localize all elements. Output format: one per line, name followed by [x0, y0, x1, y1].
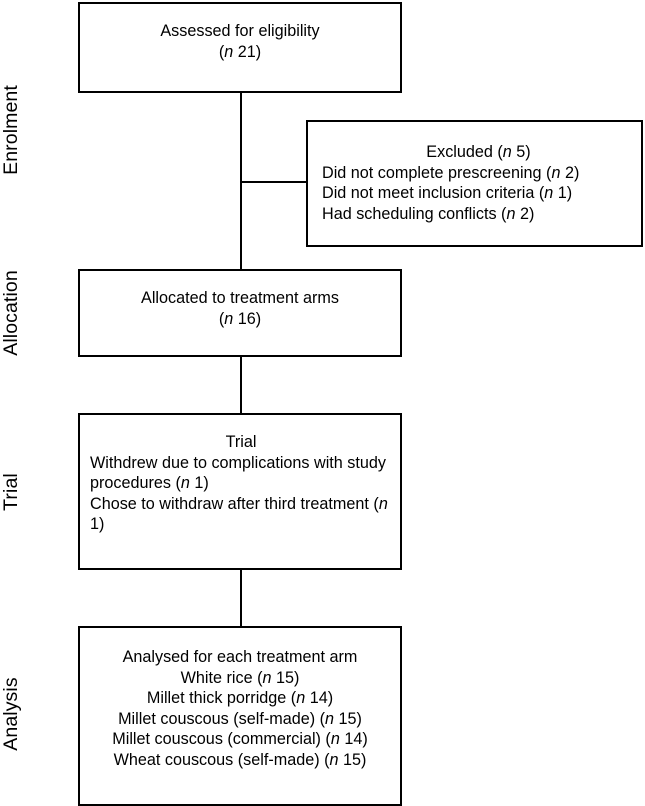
analysed-arm-2-text: Millet thick porridge ( — [146, 689, 297, 708]
allocated-count-prefix: ( — [218, 309, 225, 328]
trial-item-1-symbol: n — [180, 474, 190, 493]
analysed-arm-4-text: Millet couscous (commercial) ( — [112, 730, 331, 749]
analysed-arm-1-value: 15) — [271, 668, 300, 687]
trial-item-1-value: 1) — [189, 474, 209, 493]
assessed-count-value: 21) — [233, 42, 262, 61]
analysed-arm-1-symbol: n — [262, 668, 272, 687]
excluded-reason-2-symbol: n — [544, 184, 554, 203]
analysed-arm-5-value: 15) — [338, 750, 367, 769]
trial-item-2-text: Chose to withdraw after third treatment … — [90, 494, 379, 513]
trial-item-2: Chose to withdraw after third treatment … — [90, 494, 392, 535]
analysed-arm-1-text: White rice ( — [180, 668, 263, 687]
stage-label-analysis: Analysis — [0, 604, 22, 806]
box-trial: Trial Withdrew due to complications with… — [78, 413, 402, 570]
analysed-arm-4-symbol: n — [330, 730, 340, 749]
excluded-reason-1-value: 2) — [560, 163, 580, 182]
analysed-arm-5: Wheat couscous (self-made) (n 15) — [88, 750, 392, 771]
analysed-arm-4: Millet couscous (commercial) (n 14) — [88, 729, 392, 750]
assessed-count: (n 21) — [88, 42, 392, 63]
connector-assessed-to-excluded — [240, 181, 308, 183]
excluded-heading-value: 5) — [511, 143, 531, 161]
excluded-reason-3-text: Had scheduling conflicts ( — [322, 204, 507, 223]
excluded-reason-1-text: Did not complete prescreening ( — [322, 163, 552, 182]
analysed-arm-5-text: Wheat couscous (self-made) ( — [113, 750, 330, 769]
excluded-heading-prefix: Excluded ( — [426, 143, 503, 161]
analysed-arm-2: Millet thick porridge (n 14) — [88, 688, 392, 709]
analysed-arm-2-symbol: n — [296, 689, 306, 708]
box-allocated-to-treatment-arms: Allocated to treatment arms (n 16) — [78, 269, 402, 357]
trial-item-2-value: 1) — [90, 515, 105, 534]
trial-title: Trial — [225, 433, 257, 451]
connector-trial-to-analysed — [240, 570, 242, 626]
excluded-reason-3: Had scheduling conflicts (n 2) — [322, 204, 635, 225]
excluded-reason-2-value: 1) — [553, 184, 573, 203]
stage-label-allocation-text: Allocation — [0, 270, 22, 356]
excluded-reason-1-symbol: n — [551, 163, 561, 182]
assessed-count-symbol: n — [224, 42, 234, 61]
excluded-reason-2-text: Did not meet inclusion criteria ( — [322, 184, 545, 203]
assessed-title: Assessed for eligibility — [160, 22, 320, 40]
analysed-arm-3-symbol: n — [324, 709, 334, 728]
analysed-arm-1: White rice (n 15) — [88, 668, 392, 689]
analysed-arm-3-value: 15) — [334, 709, 362, 728]
stage-label-trial: Trial — [0, 382, 22, 602]
stage-label-analysis-text: Analysis — [0, 677, 22, 751]
analysed-title: Analysed for each treatment arm — [122, 648, 358, 666]
analysed-arm-4-value: 14) — [339, 730, 368, 749]
excluded-heading: Excluded (n 5) — [322, 142, 635, 163]
box-analysed-for-each-treatment-arm: Analysed for each treatment arm White ri… — [78, 626, 402, 806]
box-excluded: Excluded (n 5) Did not complete prescree… — [306, 120, 643, 247]
box-assessed-for-eligibility: Assessed for eligibility (n 21) — [78, 2, 402, 93]
analysed-arm-3-text: Millet couscous (self-made) ( — [118, 709, 325, 728]
connector-allocated-to-trial — [240, 357, 242, 413]
stage-label-trial-text: Trial — [0, 473, 22, 511]
allocated-title: Allocated to treatment arms — [141, 289, 339, 307]
allocated-count-value: 16) — [233, 309, 262, 328]
analysed-arm-5-symbol: n — [329, 750, 339, 769]
analysed-arm-2-value: 14) — [305, 689, 334, 708]
assessed-count-prefix: ( — [218, 42, 225, 61]
allocated-count-symbol: n — [224, 309, 234, 328]
analysed-arm-3: Millet couscous (self-made) (n 15) — [88, 709, 392, 730]
excluded-reason-3-value: 2) — [515, 204, 535, 223]
excluded-reason-3-symbol: n — [506, 204, 516, 223]
stage-label-enrolment-text: Enrolment — [0, 85, 22, 175]
excluded-reason-1: Did not complete prescreening (n 2) — [322, 163, 635, 184]
excluded-heading-symbol: n — [502, 143, 512, 161]
trial-item-2-symbol: n — [378, 494, 388, 513]
trial-item-1-text: Withdrew due to complications with study… — [90, 453, 386, 493]
trial-item-1: Withdrew due to complications with study… — [90, 453, 392, 494]
excluded-reason-2: Did not meet inclusion criteria (n 1) — [322, 183, 635, 204]
allocated-count: (n 16) — [88, 309, 392, 330]
